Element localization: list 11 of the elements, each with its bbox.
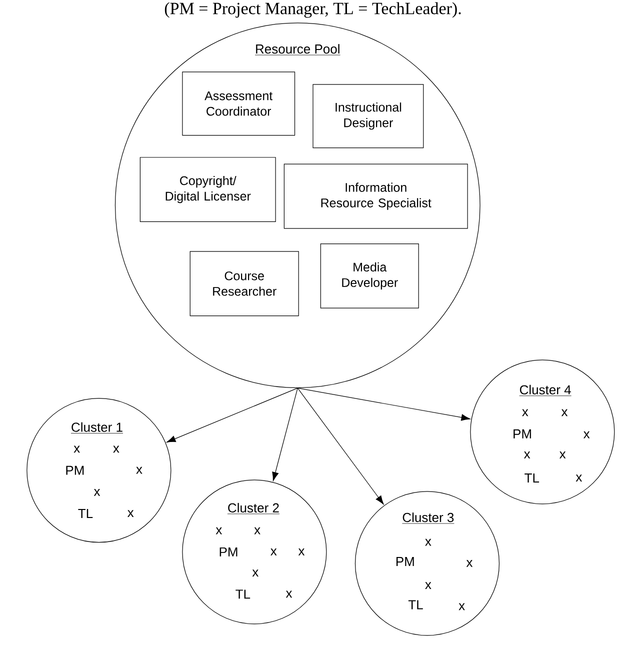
arrow [297, 388, 384, 505]
role-box: Copyright/ Digital Licenser [140, 157, 276, 222]
arrow [297, 388, 470, 421]
role-box: Assessment Coordinator [182, 72, 296, 136]
role-box: Media Developer [320, 243, 419, 308]
arrow [166, 388, 298, 442]
arrow [272, 388, 298, 482]
role-box: Information Resource Specialist [284, 164, 468, 229]
role-box: Course Researcher [190, 251, 299, 316]
title: (PM = Project Manager, TL = TechLeader). [164, 2, 461, 18]
role-box: Instructional Designer [312, 84, 424, 148]
